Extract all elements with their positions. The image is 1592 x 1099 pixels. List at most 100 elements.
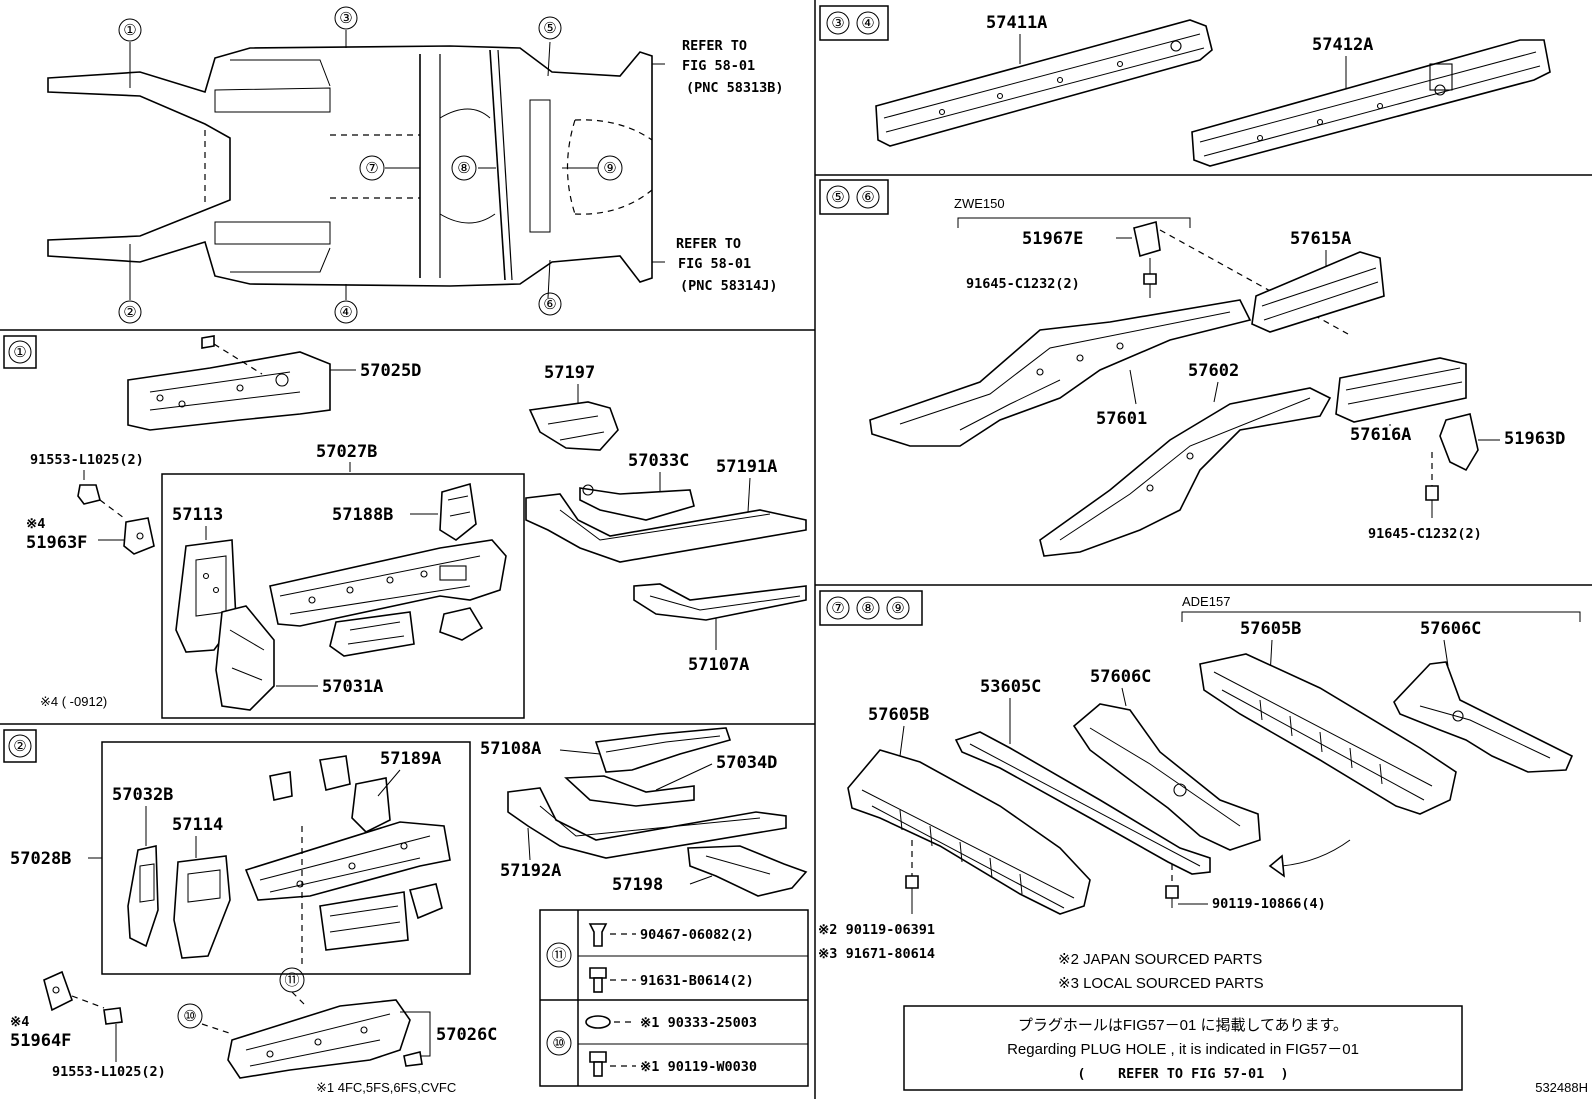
label-51967E: 51967E [1022, 229, 1083, 249]
label-90119-10866: 90119-10866(4) [1212, 896, 1326, 912]
fastener-table: ⑪ ⑩ 90467-06082(2) 91631-B0614(2) ※1 903… [539, 909, 809, 1087]
overview-callouts: ① ② ③ ④ ⑤ ⑥ ⑦ ⑧ ⑨ [118, 6, 623, 324]
svg-text:⑪: ⑪ [551, 946, 566, 964]
label-57114: 57114 [172, 815, 223, 835]
svg-text:⑦: ⑦ [831, 599, 844, 617]
label-57025D: 57025D [360, 361, 421, 381]
svg-text:⑪: ⑪ [284, 971, 299, 989]
label-57027B: 57027B [316, 442, 377, 462]
svg-text:※4: ※4 [26, 516, 45, 532]
label-57192A: 57192A [500, 861, 561, 881]
plug-hole-en: Regarding PLUG HOLE , it is indicated in… [1007, 1041, 1359, 1058]
sec2-tag: ② [8, 734, 32, 758]
label-57602: 57602 [1188, 361, 1239, 381]
svg-text:①: ① [13, 343, 26, 361]
label-91645-C1232-a: 91645-C1232(2) [966, 276, 1080, 292]
callout-4: ④ [334, 300, 358, 324]
label-57188B: 57188B [332, 505, 393, 525]
callout-6: ⑥ [538, 292, 562, 316]
svg-text:⑩: ⑩ [183, 1007, 196, 1025]
label-57616A: 57616A [1350, 425, 1411, 445]
callout-2: ② [118, 300, 142, 324]
label-53605C: 53605C [980, 677, 1041, 697]
callout-10: ⑩ [177, 1003, 203, 1029]
label-57107A: 57107A [688, 655, 749, 675]
label-90467-06082: 90467-06082(2) [640, 927, 754, 943]
label-57033C: 57033C [628, 451, 689, 471]
sec34-tag-3: ③ [826, 11, 850, 35]
label-57034D: 57034D [716, 753, 777, 773]
ade-label: ADE157 [1182, 594, 1230, 609]
zwe-label: ZWE150 [954, 196, 1005, 211]
plug-hole-box [903, 1005, 1463, 1091]
svg-text:③: ③ [339, 9, 352, 27]
svg-text:⑥: ⑥ [543, 295, 556, 313]
label-91553-L1025-b: 91553-L1025(2) [52, 1064, 166, 1080]
label-57028B: 57028B [10, 849, 71, 869]
svg-text:②: ② [123, 303, 136, 321]
label-91553-L1025: 91553-L1025(2) [30, 452, 144, 468]
refer-bottom-note: REFER TO FIG 58-01 (PNC 58314J) [676, 236, 778, 294]
label-57189A: 57189A [380, 749, 441, 769]
label-91645-C1232-b: 91645-C1232(2) [1368, 526, 1482, 542]
callout-11: ⑪ [279, 967, 305, 993]
svg-text:FIG 58-01: FIG 58-01 [682, 58, 755, 74]
figure-id: 532488H [1535, 1080, 1588, 1095]
svg-text:④: ④ [861, 14, 874, 32]
label-51963F: 51963F [26, 533, 87, 553]
label-57191A: 57191A [716, 457, 777, 477]
svg-text:※4: ※4 [10, 1014, 29, 1030]
overview-frame [47, 30, 665, 300]
svg-text:REFER TO: REFER TO [676, 236, 741, 252]
label-91631-B0614: 91631-B0614(2) [640, 973, 754, 989]
label-57606C-b: 57606C [1090, 667, 1151, 687]
table-row-11-tag: ⑪ [546, 942, 572, 968]
refer-top-note: REFER TO FIG 58-01 (PNC 58313B) [682, 38, 784, 96]
sec789-tag-7: ⑦ [826, 596, 850, 620]
svg-text:⑥: ⑥ [861, 188, 874, 206]
sec789-tag-9: ⑨ [886, 596, 910, 620]
note-japan: ※2 JAPAN SOURCED PARTS [1058, 951, 1262, 968]
table-row-10-tag: ⑩ [546, 1030, 572, 1056]
section-56: ⑤ ⑥ ZWE150 51967E 91645-C1232(2) 57615A … [819, 179, 1565, 557]
svg-text:⑤: ⑤ [543, 19, 556, 37]
label-57032B: 57032B [112, 785, 173, 805]
note-m3: ※3 91671-80614 [818, 946, 935, 962]
label-57113: 57113 [172, 505, 223, 525]
label-57031A: 57031A [322, 677, 383, 697]
svg-text:①: ① [123, 21, 136, 39]
label-57108A: 57108A [480, 739, 541, 759]
label-57411A: 57411A [986, 13, 1047, 33]
note-4: ※4 ( -0912) [40, 694, 107, 709]
callout-7: ⑦ [359, 155, 385, 181]
svg-text:REFER TO: REFER TO [682, 38, 747, 54]
svg-text:⑨: ⑨ [603, 159, 616, 177]
svg-text:⑧: ⑧ [457, 159, 470, 177]
label-57615A: 57615A [1290, 229, 1351, 249]
label-90119-W0030: ※1 90119-W0030 [640, 1059, 757, 1075]
label-57198: 57198 [612, 875, 663, 895]
section-789: ⑦ ⑧ ⑨ ADE157 57605B 57606C 57605B ※2 901… [818, 590, 1588, 1095]
sec56-tag-6: ⑥ [856, 185, 880, 209]
sec1-tag: ① [8, 340, 32, 364]
note-local: ※3 LOCAL SOURCED PARTS [1058, 975, 1264, 992]
svg-text:⑨: ⑨ [891, 599, 904, 617]
svg-text:⑩: ⑩ [552, 1034, 565, 1052]
section-34: ③ ④ 57411A 57412A [819, 5, 1551, 167]
label-51964F: 51964F [10, 1031, 71, 1051]
callout-9: ⑨ [597, 155, 623, 181]
section-1: ① 57025D 91553-L1025(2) ※4 51963F 57027B… [3, 335, 807, 719]
label-51963D: 51963D [1504, 429, 1565, 449]
callout-8: ⑧ [451, 155, 477, 181]
svg-text:④: ④ [339, 303, 352, 321]
sec34-tag-4: ④ [856, 11, 880, 35]
svg-text:(PNC 58314J): (PNC 58314J) [680, 278, 778, 294]
label-57606C-a: 57606C [1420, 619, 1481, 639]
label-57197: 57197 [544, 363, 595, 383]
label-57605B-a: 57605B [1240, 619, 1301, 639]
plug-icon [585, 1015, 611, 1029]
label-57412A: 57412A [1312, 35, 1373, 55]
sec56-tag-5: ⑤ [826, 185, 850, 209]
